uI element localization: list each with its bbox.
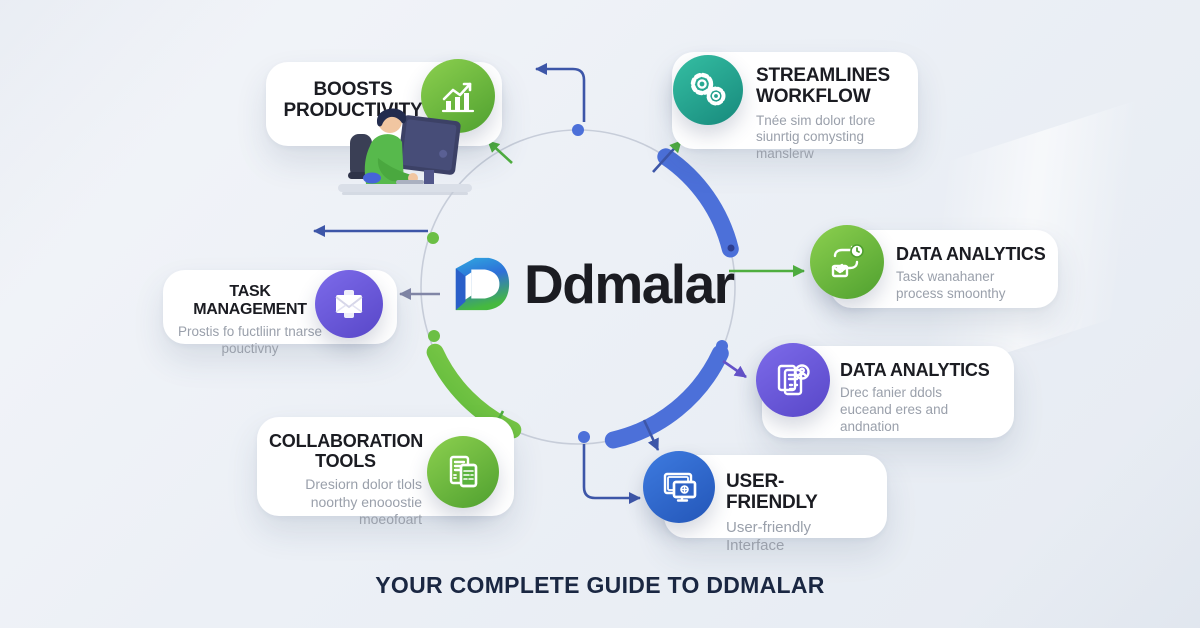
card-body: User-friendly Interface xyxy=(726,518,812,555)
card-body: Drec fanier ddols euceand eres and andna… xyxy=(840,385,949,434)
card-title: COLLABORATION TOOLS xyxy=(269,431,424,472)
card-title: USER-FRIENDLY xyxy=(726,471,818,514)
documents-icon xyxy=(427,436,499,508)
ring-dot xyxy=(428,330,440,342)
ring-dot xyxy=(716,340,728,352)
card-title: DATA ANALYTICS xyxy=(896,244,1046,264)
gears-icon xyxy=(673,55,743,125)
ring-dot xyxy=(427,232,439,244)
brand-logo: Ddmalar xyxy=(450,252,735,316)
card-title: DATA ANALYTICS xyxy=(840,360,990,380)
card-body: Prostis fo fuctliinr tnarse pouctivny xyxy=(177,323,323,356)
ring-dot xyxy=(572,124,584,136)
ring-segment-blue-bottom xyxy=(604,344,729,449)
connector-arrow-analytics-purple xyxy=(722,359,747,379)
connector-arrow-boosts xyxy=(487,140,513,164)
person-at-computer-illustration xyxy=(338,108,472,195)
ring-segment-blue-top xyxy=(657,148,739,258)
connector-arrow-user-elbow xyxy=(582,444,641,504)
card-title: TASK MANAGEMENT xyxy=(193,283,307,318)
card-title: STREAMLINES WORKFLOW xyxy=(756,65,890,108)
card-body: Tnée sim dolor tlore siunrtig comysting … xyxy=(756,112,876,161)
brand-name: Ddmalar xyxy=(524,253,735,315)
card-body: Dresiorn dolor tlols noorthy enooostie m… xyxy=(305,476,422,528)
monitors-icon xyxy=(643,451,715,523)
ring-dot xyxy=(727,244,735,252)
connector-arrow-streamlines xyxy=(652,140,682,173)
footer-caption: YOUR COMPLETE GUIDE TO DDMALAR xyxy=(375,572,825,598)
document-search-icon xyxy=(756,343,830,417)
d-logo-icon xyxy=(455,257,510,311)
card-body: Task wanahaner process smoonthy xyxy=(896,269,1006,301)
connector-arrow-top xyxy=(535,63,586,122)
ring-dot xyxy=(578,431,590,443)
mail-sync-icon xyxy=(810,225,884,299)
envelope-icon xyxy=(315,270,383,338)
connector-arrow-user xyxy=(642,419,660,451)
